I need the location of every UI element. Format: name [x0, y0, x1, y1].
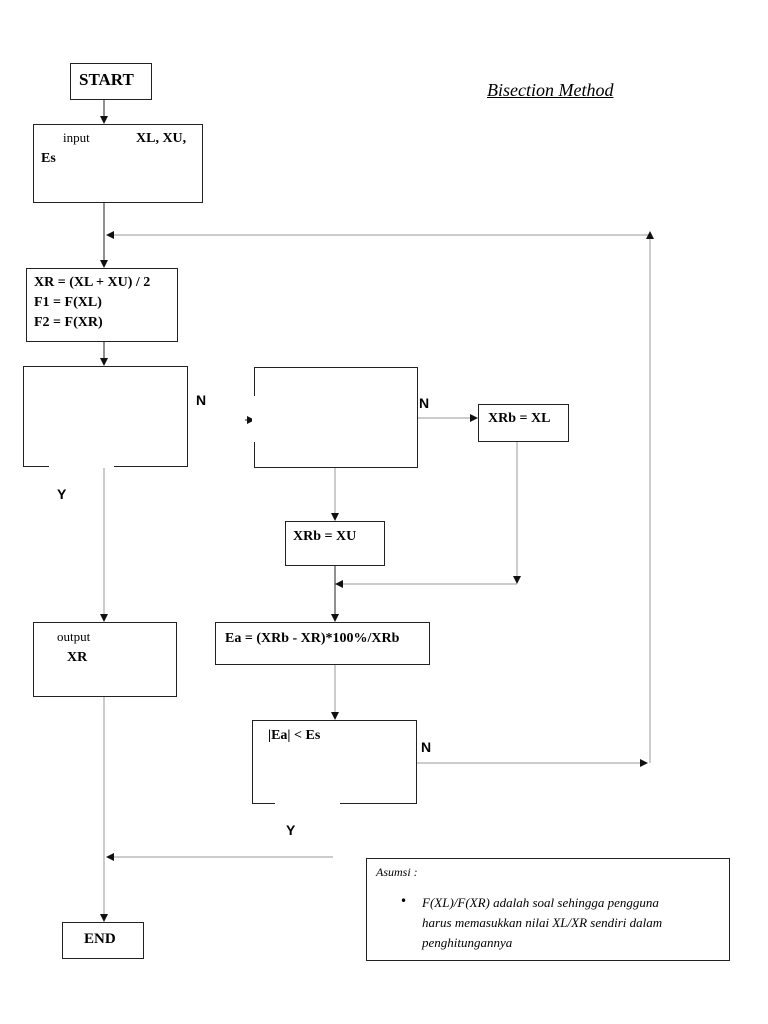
- compute-line-3: F2 = F(XR): [34, 315, 103, 330]
- error-box: Ea = (XRb - XR)*100%/XRb: [215, 622, 430, 665]
- decision-1-box: [23, 366, 188, 467]
- assign-xl-box: XRb = XL: [478, 404, 569, 442]
- note-title: Asumsi :: [376, 865, 418, 879]
- compute-box: XR = (XL + XU) / 2 F1 = F(XL) F2 = F(XR): [26, 268, 178, 342]
- note-line-1: F(XL)/F(XR) adalah soal sehingga penggun…: [422, 895, 659, 910]
- decision-2-no: N: [419, 395, 430, 411]
- assign-xu-label: XRb = XU: [293, 529, 357, 544]
- output-box: output XR: [33, 622, 177, 697]
- input-vars: XL, XU,: [136, 131, 187, 146]
- assign-xl-label: XRb = XL: [488, 411, 551, 426]
- note-line-3: penghitungannya: [422, 935, 513, 950]
- decision-2-box: [254, 367, 418, 468]
- input-label: input: [63, 130, 90, 145]
- end-terminal: END: [62, 922, 144, 959]
- check-label: |Ea| < Es: [268, 728, 321, 743]
- compute-line-2: F1 = F(XL): [34, 295, 102, 310]
- check-yes: Y: [286, 822, 296, 838]
- note-line-2: harus memasukkan nilai XL/XR sendiri dal…: [422, 915, 663, 930]
- output-label: output: [57, 629, 91, 644]
- note-bullet-dot: •: [400, 894, 408, 908]
- error-formula: Ea = (XRb - XR)*100%/XRb: [225, 631, 400, 646]
- input-box: input XL, XU, Es: [33, 124, 203, 203]
- start-terminal: START: [70, 63, 152, 100]
- output-var: XR: [67, 650, 88, 665]
- input-vars-line2: Es: [41, 151, 56, 166]
- decision-2-gap-left: [252, 396, 255, 442]
- check-box: |Ea| < Es: [252, 720, 417, 804]
- compute-line-1: XR = (XL + XU) / 2: [34, 275, 151, 290]
- decision-1-no: N: [196, 392, 207, 408]
- assumption-note: Asumsi : • F(XL)/F(XR) adalah soal sehin…: [366, 858, 730, 961]
- decision-1-gap: [49, 465, 114, 468]
- assign-xu-box: XRb = XU: [285, 521, 385, 566]
- start-label: START: [79, 70, 134, 89]
- end-label: END: [84, 931, 116, 947]
- decision-1-yes: Y: [57, 486, 67, 502]
- diagram-title: Bisection Method: [487, 80, 614, 100]
- check-no: N: [421, 739, 432, 755]
- check-gap: [275, 802, 340, 805]
